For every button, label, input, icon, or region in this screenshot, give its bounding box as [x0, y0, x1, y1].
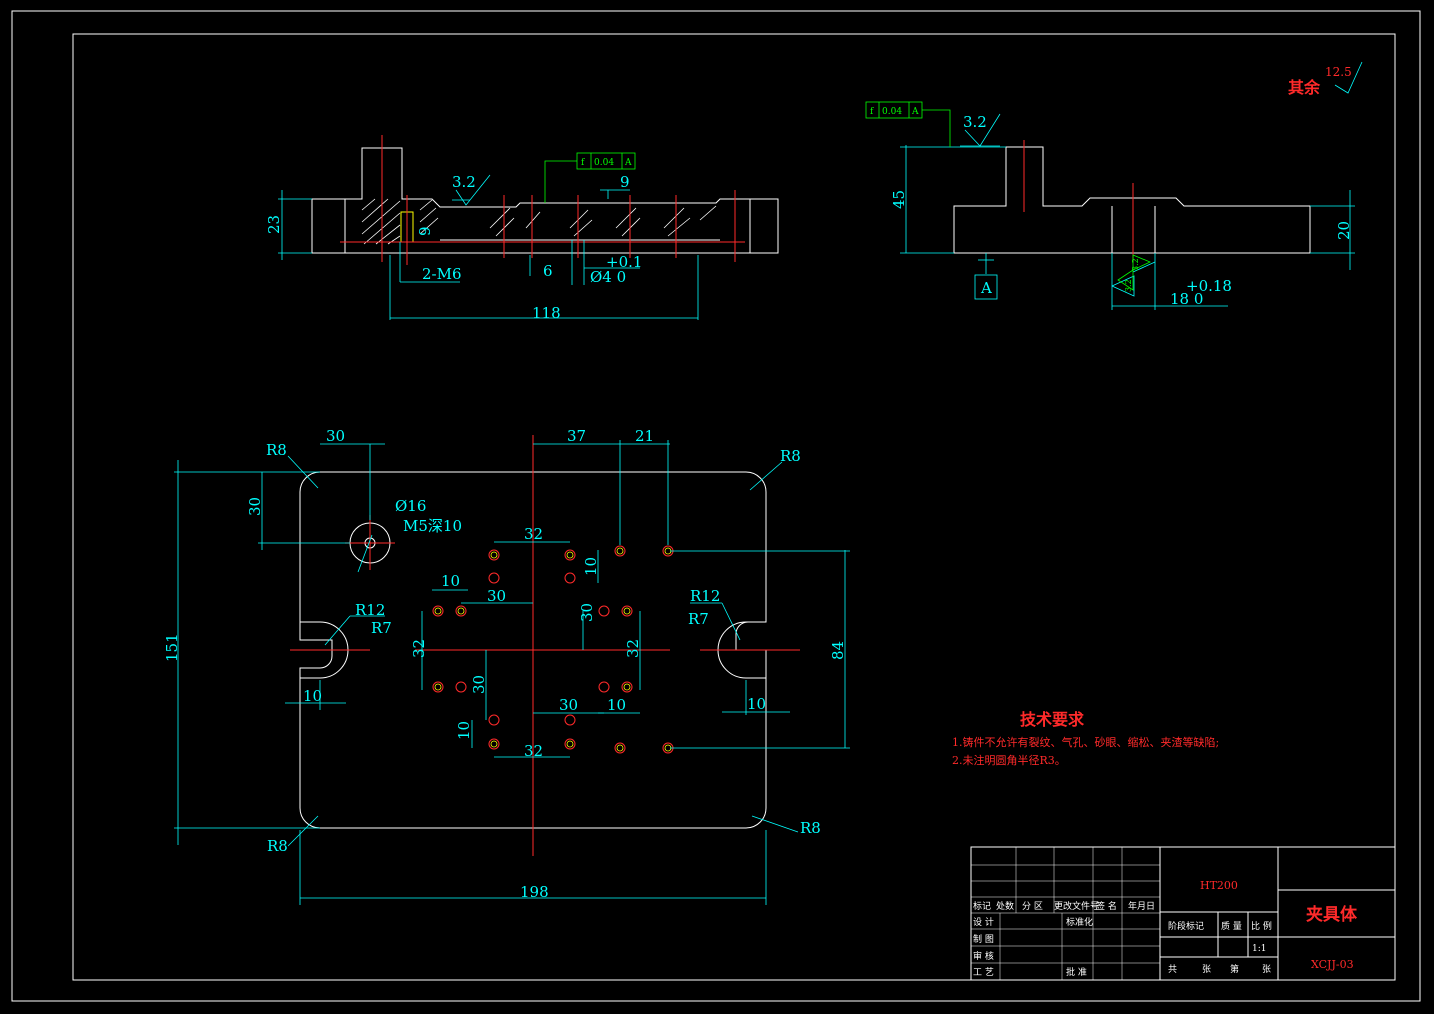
front-roughness: 3.2	[452, 173, 476, 191]
tb-material: HT200	[1200, 879, 1238, 892]
top-view: R8 R8 R8 R8 30 30 Ø16 M5深10 37 21 32 10 …	[163, 427, 850, 905]
side-dim-tol: +0.18	[1186, 277, 1232, 295]
side-roughness-b: 3.2	[1124, 279, 1133, 292]
tb-hdr-count: 处数	[996, 900, 1014, 912]
front-dim-6: 6	[543, 262, 553, 280]
front-tol-sym: f	[581, 158, 585, 168]
side-datum: A	[980, 279, 992, 297]
front-dim-9b: 9	[620, 173, 630, 191]
tb-role-draw: 制 图	[973, 933, 994, 945]
front-dim-tol: +0.1	[606, 253, 642, 271]
top-r8-tl: R8	[266, 441, 287, 459]
tb-sheets1: 张	[1202, 964, 1211, 975]
tb-hdr-zone: 分 区	[1022, 901, 1043, 912]
tb-weight: 质 量	[1221, 920, 1242, 932]
tb-ratio: 比 例	[1251, 920, 1272, 932]
tb-hdr-mark: 标记	[973, 900, 991, 912]
top-dim-30-left: 30	[246, 497, 264, 516]
tech-item-1: 1.铸件不允许有裂纹、气孔、砂眼、缩松、夹渣等缺陷;	[952, 735, 1219, 749]
tb-scale: 1:1	[1252, 944, 1266, 954]
tb-no: 第	[1230, 963, 1239, 975]
side-dim-45: 45	[890, 190, 908, 209]
front-section-view: f 0.04 A 3.2 23 9 2-M6 6 118 9 +0.1 Ø4 0	[265, 135, 779, 322]
tb-role-design: 设 计	[973, 916, 994, 928]
top-dim-10-bl: 10	[303, 687, 322, 705]
top-dim-30-b: 30	[559, 696, 578, 714]
tb-hdr-file: 更改文件号	[1054, 900, 1099, 912]
top-dim-21: 21	[635, 427, 654, 445]
tb-stage: 阶段标记	[1168, 920, 1204, 932]
tb-standardize: 标准化	[1066, 916, 1093, 928]
top-dim-dia16: Ø16	[395, 497, 426, 515]
tb-drawing-no: XCJJ-03	[1311, 958, 1354, 971]
side-tol-datum: A	[911, 107, 919, 117]
tb-hdr-date: 年月日	[1128, 900, 1155, 912]
tb-part-name: 夹具体	[1306, 904, 1358, 925]
tb-hdr-sign: 签 名	[1096, 900, 1117, 912]
top-dim-37: 37	[567, 427, 586, 445]
tb-total: 共	[1168, 964, 1177, 975]
side-dim-20: 20	[1335, 221, 1353, 240]
top-r12-right: R12	[690, 587, 720, 605]
side-view: f 0.04 A 3.2 3.2 3.2 45 20 +0.18 18 0 A …	[865, 61, 1363, 310]
side-dim-18: 18 0	[1170, 290, 1203, 308]
top-dim-10-a: 10	[441, 572, 460, 590]
top-dim-10-v: 10	[582, 557, 600, 576]
top-dim-32-right: 32	[624, 639, 642, 658]
top-dim-30-lv: 30	[470, 675, 488, 694]
top-dim-151: 151	[163, 633, 181, 662]
front-tol-datum: A	[624, 158, 632, 168]
tb-role-check: 审 核	[973, 950, 994, 962]
front-dim-118: 118	[532, 304, 561, 322]
top-dim-10-lv2: 10	[455, 721, 473, 740]
top-dim-30-v: 30	[578, 603, 596, 622]
top-dim-10-br: 10	[747, 695, 766, 713]
roughness-other-label: 其余	[1288, 78, 1321, 97]
top-r8-tr: R8	[780, 447, 801, 465]
roughness-other-value: 12.5	[1325, 65, 1352, 79]
top-dim-32-left: 32	[410, 639, 428, 658]
tb-sheets2: 张	[1262, 964, 1271, 975]
top-r7-left: R7	[371, 619, 392, 637]
top-dim-m5: M5深10	[403, 517, 462, 535]
front-dim-m6: 2-M6	[422, 265, 462, 283]
tb-approve: 批 准	[1066, 966, 1087, 978]
top-dim-32-b: 32	[524, 742, 543, 760]
title-block: 标记 处数 分 区 更改文件号 签 名 年月日 设 计 制 图 审 核 工 艺 …	[970, 846, 1396, 981]
top-dim-198: 198	[520, 883, 549, 901]
top-dim-30-a: 30	[487, 587, 506, 605]
side-roughness: 3.2	[963, 113, 987, 131]
top-dim-10-b: 10	[607, 696, 626, 714]
tb-role-process: 工 艺	[973, 967, 994, 978]
top-dim-30-top: 30	[326, 427, 345, 445]
sheet-border	[11, 10, 1421, 1002]
top-r12-left: R12	[355, 601, 385, 619]
top-dim-84: 84	[829, 641, 847, 660]
front-dim-d4: Ø4 0	[590, 268, 626, 286]
front-dim-9a: 9	[416, 226, 434, 236]
front-tol-val: 0.04	[594, 158, 614, 168]
top-dim-32-top: 32	[524, 525, 543, 543]
tech-title: 技术要求	[1020, 710, 1085, 729]
tech-item-2: 2.未注明圆角半径R3。	[952, 753, 1066, 767]
side-roughness-c: 3.2	[1131, 258, 1140, 271]
front-dim-23: 23	[265, 215, 283, 234]
side-tol-sym: f	[870, 107, 874, 117]
top-r8-bl: R8	[267, 837, 288, 855]
top-holes	[432, 545, 674, 754]
side-tol-val: 0.04	[882, 107, 902, 117]
tech-requirements: 技术要求 1.铸件不允许有裂纹、气孔、砂眼、缩松、夹渣等缺陷; 2.未注明圆角半…	[952, 710, 1219, 767]
top-r8-br: R8	[800, 819, 821, 837]
top-r7-right: R7	[688, 610, 709, 628]
